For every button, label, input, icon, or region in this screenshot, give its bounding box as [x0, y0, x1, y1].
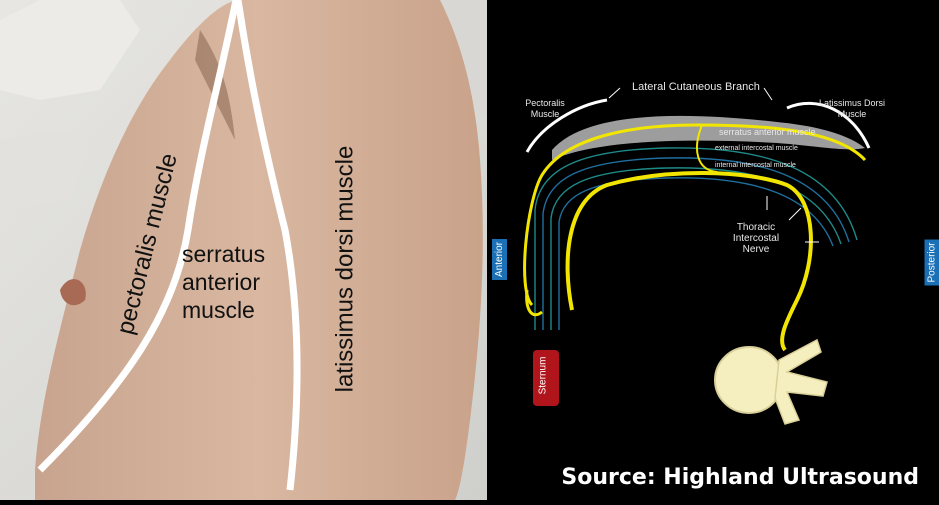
latissimus-line2: Muscle: [837, 109, 867, 119]
internal-intercostal-label: internal intercostal muscle: [715, 162, 796, 169]
external-intercostal-label: external intercostal muscle: [715, 145, 798, 152]
pectoralis-muscle-label: Pectoralis Muscle: [515, 98, 575, 120]
serratus-anterior-label: serratus anterior muscle: [719, 127, 816, 137]
pectoralis-line2: Muscle: [530, 109, 560, 119]
photo-illustration: [0, 0, 487, 500]
anterior-tag: Anterior: [492, 238, 508, 281]
intercostal-diagram: Lateral Cutaneous Branch Pectoralis Musc…: [487, 0, 939, 500]
latissimus-dorsi-label: latissimus dorsi muscle: [331, 145, 359, 393]
sternum-label: Sternum: [537, 356, 549, 395]
latissimus-dorsi-label: Latissimus Dorsi Muscle: [812, 98, 892, 120]
serratus-label-line2: anterior: [182, 269, 260, 295]
latissimus-line1: Latissimus Dorsi: [818, 98, 885, 108]
serratus-label-line3: muscle: [182, 297, 255, 323]
thoracic-intercostal-nerve-label: Thoracic Intercostal Nerve: [719, 222, 793, 255]
thoracic-line1: Thoracic: [736, 222, 776, 233]
chest-wall-photo: pectoralis muscle serratus anterior musc…: [0, 0, 487, 500]
source-credit: Source: Highland Ultrasound: [561, 465, 919, 490]
sternum-box: Sternum: [533, 350, 559, 406]
thoracic-line3: Nerve: [742, 244, 770, 255]
thoracic-line2: Intercostal: [732, 233, 780, 244]
diagram-graphic: [523, 87, 871, 425]
posterior-tag: Posterior: [924, 239, 939, 286]
pectoralis-line1: Pectoralis: [525, 98, 565, 108]
serratus-label-line1: serratus: [182, 241, 266, 267]
serratus-anterior-label: serratus anterior muscle: [182, 240, 265, 324]
lateral-cutaneous-branch-label: Lateral Cutaneous Branch: [632, 81, 760, 93]
